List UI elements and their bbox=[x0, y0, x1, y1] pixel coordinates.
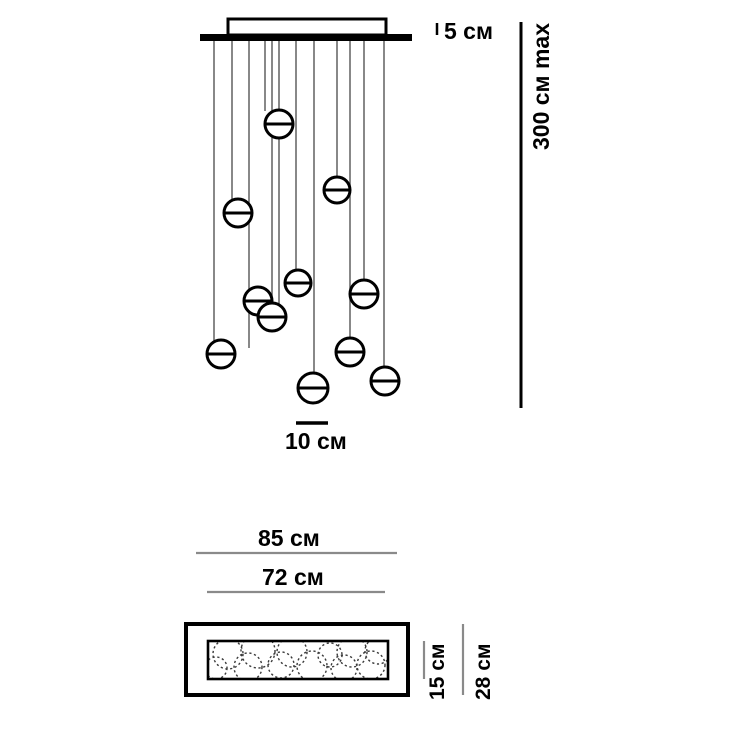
pendant-sphere-2 bbox=[222, 197, 254, 229]
pendant-sphere-1 bbox=[263, 108, 295, 140]
width-inner-label: 72 см bbox=[262, 564, 324, 590]
pendant-sphere-8 bbox=[205, 338, 237, 370]
pendant-sphere-7 bbox=[348, 278, 380, 310]
plan-sphere-circle-4 bbox=[267, 651, 295, 678]
plan-view bbox=[184, 551, 465, 697]
plan-sphere-circles bbox=[209, 642, 387, 678]
body-outer-rect bbox=[184, 622, 410, 697]
plan-sphere-circle-2 bbox=[233, 652, 263, 678]
plan-sphere-circle-9 bbox=[336, 642, 368, 668]
canopy-bar bbox=[200, 34, 412, 41]
elevation-view bbox=[200, 17, 523, 425]
pendant-sphere-11 bbox=[369, 365, 401, 397]
pendant-sphere-10 bbox=[296, 371, 330, 405]
canopy-plate bbox=[226, 17, 388, 37]
plan-sphere-circle-11 bbox=[364, 642, 387, 665]
body-height-inner-label: 15 см bbox=[426, 643, 449, 700]
width-outer-label: 85 см bbox=[258, 525, 320, 551]
plan-sphere-circle-10 bbox=[356, 650, 386, 678]
body-inner-rect bbox=[206, 639, 390, 681]
pendant-sphere-6 bbox=[256, 301, 288, 333]
pendant-sphere-3 bbox=[322, 175, 352, 205]
plan-sphere-circle-1 bbox=[212, 642, 244, 670]
plan-sphere-circle-5 bbox=[276, 642, 308, 668]
sphere-diameter-label: 10 см bbox=[285, 428, 347, 454]
pendant-sphere-4 bbox=[283, 268, 313, 298]
drop-max-label: 300 см max bbox=[528, 23, 554, 150]
canopy-height-label: 5 см bbox=[444, 18, 493, 44]
canopy-group bbox=[200, 17, 412, 41]
body-height-outer-label: 28 см bbox=[472, 643, 495, 700]
plan-sphere-circle-3 bbox=[240, 642, 276, 669]
pendant-sphere-group bbox=[205, 108, 401, 405]
plan-sphere-circle-8 bbox=[330, 654, 358, 678]
pendant-sphere-9 bbox=[334, 336, 366, 368]
plan-sphere-circle-12 bbox=[209, 656, 228, 678]
plan-sphere-circle-6 bbox=[296, 650, 328, 678]
